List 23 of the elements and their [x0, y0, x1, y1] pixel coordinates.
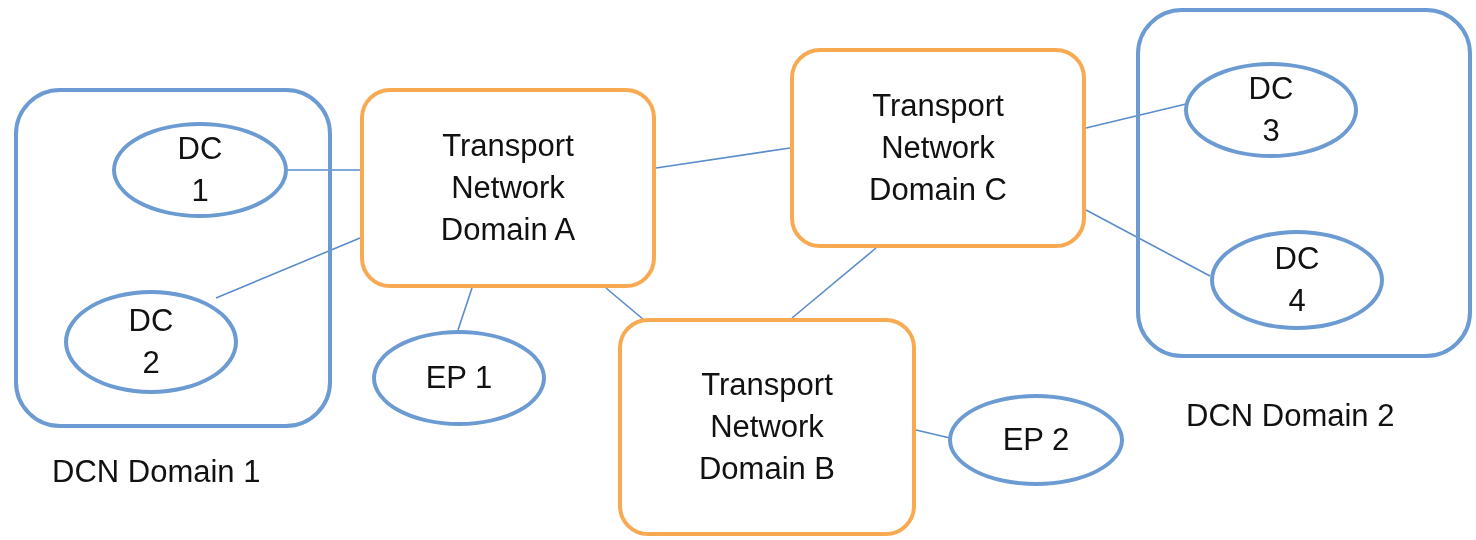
connector-line: [457, 287, 473, 331]
node-label: DC 3: [1247, 70, 1295, 150]
connector-line: [605, 287, 645, 321]
domain-box: [618, 318, 916, 536]
connector-line: [1085, 209, 1211, 277]
connector-line: [791, 247, 877, 319]
node-label: DC 2: [127, 302, 175, 382]
domain-box: [360, 88, 656, 288]
connector-line: [215, 237, 361, 299]
node-label: DC 1: [176, 130, 224, 210]
domain-label: DCN Domain 1: [52, 454, 261, 490]
node-label: DC 4: [1273, 240, 1321, 320]
connector-line: [915, 429, 951, 439]
node-label: Transport Network Domain B: [697, 366, 837, 488]
connector-line: [655, 147, 791, 169]
connector-line: [1085, 103, 1187, 129]
connector-line: [287, 169, 361, 171]
node-label: Transport Network Domain C: [868, 87, 1008, 209]
node-label: Transport Network Domain A: [439, 127, 577, 249]
domain-box: [790, 48, 1086, 248]
node-label: EP 2: [1001, 421, 1071, 459]
domain-label: DCN Domain 2: [1186, 398, 1395, 434]
node-label: EP 1: [424, 359, 494, 397]
